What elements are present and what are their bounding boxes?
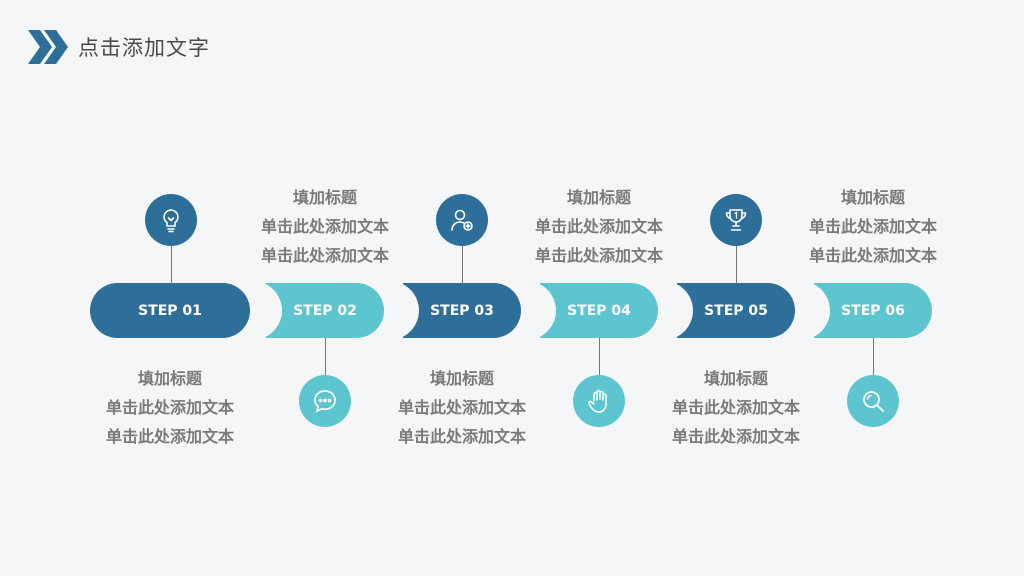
- step-01-line2: 单击此处添加文本: [105, 427, 234, 446]
- step-05-line2: 单击此处添加文本: [671, 427, 800, 446]
- step-06-text: 填加标题 单击此处添加文本 单击此处添加文本: [783, 183, 963, 270]
- step-06-line2: 单击此处添加文本: [808, 246, 937, 265]
- step-06-title: 填加标题: [840, 188, 905, 207]
- double-chevron-right-icon: [28, 30, 68, 64]
- step-05-line1: 单击此处添加文本: [671, 398, 800, 417]
- step-02-text: 填加标题 单击此处添加文本 单击此处添加文本: [235, 183, 415, 270]
- step-05-title: 填加标题: [703, 369, 768, 388]
- step-02-line1: 单击此处添加文本: [260, 217, 389, 236]
- step-04-title: 填加标题: [566, 188, 631, 207]
- step-02-line2: 单击此处添加文本: [260, 246, 389, 265]
- step-01-title: 填加标题: [137, 369, 202, 388]
- step-05-text: 填加标题 单击此处添加文本 单击此处添加文本: [646, 364, 826, 451]
- step-03-icon-circle: [436, 194, 488, 246]
- step-01-line1: 单击此处添加文本: [105, 398, 234, 417]
- step-01-icon-circle: [145, 194, 197, 246]
- step-03-bar[interactable]: STEP 03: [403, 283, 521, 338]
- step-04-connector: [599, 338, 600, 375]
- step-05-label: STEP 05: [704, 302, 768, 319]
- step-03-title: 填加标题: [429, 369, 494, 388]
- step-04-text: 填加标题 单击此处添加文本 单击此处添加文本: [509, 183, 689, 270]
- step-03-text: 填加标题 单击此处添加文本 单击此处添加文本: [372, 364, 552, 451]
- step-02-label: STEP 02: [293, 302, 357, 319]
- step-06-line1: 单击此处添加文本: [808, 217, 937, 236]
- lightbulb-icon: [163, 209, 179, 233]
- step-01-label: STEP 01: [138, 302, 202, 319]
- step-04-line1: 单击此处添加文本: [534, 217, 663, 236]
- step-06-bar[interactable]: STEP 06: [814, 283, 932, 338]
- step-06-label: STEP 06: [841, 302, 905, 319]
- step-03-label: STEP 03: [430, 302, 494, 319]
- page-title: 点击添加文字: [78, 36, 210, 60]
- step-02-bar[interactable]: STEP 02: [266, 283, 384, 338]
- chat-bubble-icon: [314, 390, 336, 413]
- step-05-icon-circle: [710, 194, 762, 246]
- step-03-line2: 单击此处添加文本: [397, 427, 526, 446]
- step-06-connector: [873, 338, 874, 375]
- step-02-icon-circle: [299, 375, 351, 427]
- header: 点击添加文字: [28, 30, 210, 64]
- step-04-bar[interactable]: STEP 04: [540, 283, 658, 338]
- step-01-bar[interactable]: STEP 01: [90, 283, 250, 338]
- step-04-line2: 单击此处添加文本: [534, 246, 663, 265]
- step-04-label: STEP 04: [567, 302, 631, 319]
- hand-icon: [588, 389, 607, 413]
- step-03-line1: 单击此处添加文本: [397, 398, 526, 417]
- step-02-title: 填加标题: [292, 188, 357, 207]
- step-04-icon-circle: [573, 375, 625, 427]
- step-06-icon-circle: [847, 375, 899, 427]
- step-02-connector: [325, 338, 326, 375]
- step-03-connector: [462, 246, 463, 283]
- trophy-icon: [725, 209, 747, 231]
- step-01-connector: [171, 246, 172, 283]
- step-05-bar[interactable]: STEP 05: [677, 283, 795, 338]
- user-add-icon: [451, 209, 473, 231]
- search-icon: [863, 391, 884, 412]
- step-01-text: 填加标题 单击此处添加文本 单击此处添加文本: [80, 364, 260, 451]
- step-05-connector: [736, 246, 737, 283]
